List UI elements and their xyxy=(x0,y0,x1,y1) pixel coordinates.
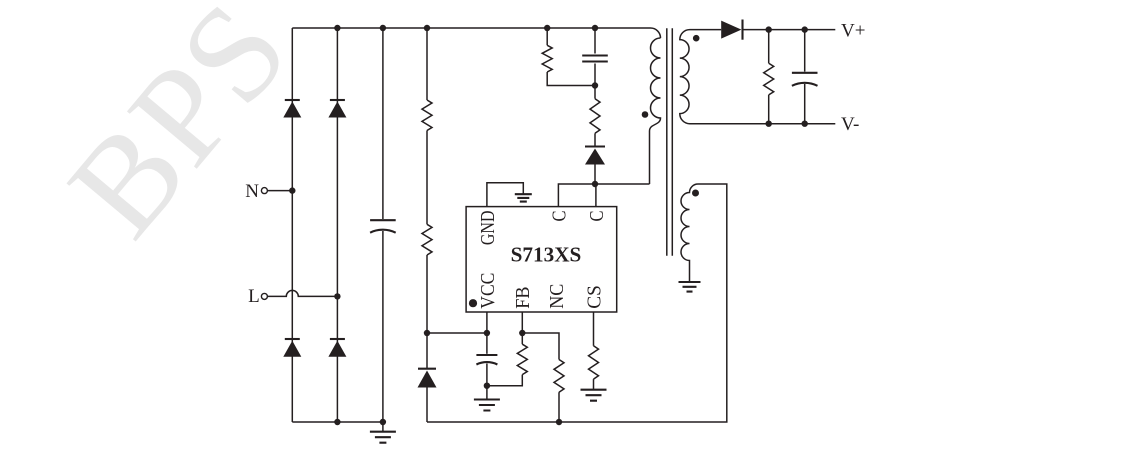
vcc-cap-plate-negative xyxy=(475,361,498,366)
clamp-diode xyxy=(585,145,605,184)
vcc-diode xyxy=(417,333,437,422)
ic-s713xs: S713XS GND C C VCC FB NC CS xyxy=(465,205,618,313)
ground-bars xyxy=(580,388,607,402)
ic-pin-label-gnd: GND xyxy=(477,211,499,246)
fb-lower-resistor-body xyxy=(515,343,529,376)
line-label: L xyxy=(248,286,260,307)
series-resistor-body xyxy=(588,98,602,134)
bulk-capacitor xyxy=(369,28,397,422)
neutral-label: N xyxy=(245,181,259,202)
output-filter-capacitor xyxy=(791,29,818,124)
line-terminal-circle xyxy=(260,292,269,301)
clamp-series-resistor xyxy=(588,85,602,147)
primary-winding xyxy=(648,37,662,184)
bridge-rectifier xyxy=(283,28,347,422)
ground-bars xyxy=(514,193,532,203)
startup-resistor-lower xyxy=(420,223,434,256)
gnd-pin-wire xyxy=(486,181,525,207)
input-terminal-neutral: N xyxy=(245,181,293,202)
output-negative-label: V- xyxy=(841,114,859,135)
ic-pin-label-c2: C xyxy=(586,211,608,222)
diode-triangle xyxy=(328,101,347,118)
primary-polarity-dot xyxy=(641,111,649,118)
clamp-resistor-body xyxy=(540,44,554,73)
switch-node-wire xyxy=(557,183,650,207)
secondary-winding xyxy=(679,28,836,125)
output-positive-label: V+ xyxy=(841,20,865,41)
fb-divider xyxy=(486,312,566,422)
clamp-capacitor xyxy=(582,28,608,86)
cs-resistor-body xyxy=(587,345,600,380)
clamp-resistor-bottom-wire xyxy=(546,72,595,87)
line-wire-with-hop xyxy=(267,289,338,298)
fb-upper-resistor-top-wire xyxy=(522,332,560,360)
bridge-diode-bottom-right xyxy=(328,337,347,357)
fb-upper-resistor-body xyxy=(552,358,566,393)
transformer-core xyxy=(666,28,674,256)
auxiliary-winding xyxy=(680,183,699,282)
ground-bars xyxy=(369,430,396,444)
diode-triangle xyxy=(417,370,437,388)
startup-resistor-chain xyxy=(420,28,434,333)
ic-pin-label-nc: NC xyxy=(546,284,568,309)
diode-triangle xyxy=(328,340,347,357)
ic-pin-label-vcc: VCC xyxy=(477,273,499,309)
bridge-diode-top-left xyxy=(283,98,302,118)
junction-dots xyxy=(289,24,808,426)
output-terminals: V+ V- xyxy=(841,20,865,135)
output-load-resistor xyxy=(762,29,776,124)
dc-bus-positive-rail xyxy=(292,27,662,39)
bridge-diode-top-right xyxy=(328,98,347,118)
ic-body xyxy=(465,205,618,313)
secondary-polarity-dot xyxy=(692,34,700,42)
ground-bars xyxy=(678,280,701,293)
diode-triangle xyxy=(721,20,742,39)
ic-part-number: S713XS xyxy=(511,243,582,267)
load-resistor-body xyxy=(762,62,776,96)
ic-gnd-connection xyxy=(486,181,532,207)
bulk-cap-plate-negative xyxy=(369,228,397,234)
diode-triangle xyxy=(585,148,605,165)
output-cap-plate-negative xyxy=(791,81,818,87)
fb-lower-resistor-bottom-wire xyxy=(486,374,524,387)
ground-bars xyxy=(473,398,500,412)
neutral-terminal-circle xyxy=(260,186,269,195)
transformer xyxy=(641,28,836,293)
cs-sense-resistor xyxy=(580,312,607,402)
bridge-diode-bottom-left xyxy=(283,337,302,357)
clamp-resistor xyxy=(540,28,595,87)
output-rectifier-diode xyxy=(721,19,836,40)
startup-resistor-upper xyxy=(420,99,434,132)
auxiliary-ground-symbol xyxy=(678,280,701,293)
ic-pin-label-c1: C xyxy=(548,211,570,222)
aux-winding-return-wire xyxy=(427,183,728,423)
ic-pin-label-cs: CS xyxy=(583,285,605,309)
vcc-capacitor xyxy=(473,312,500,412)
ic-pin1-dot xyxy=(468,299,478,308)
ic-pin-label-fb: FB xyxy=(512,287,534,309)
diode-triangle xyxy=(283,340,302,357)
auxiliary-polarity-dot xyxy=(692,189,699,197)
diode-triangle xyxy=(283,101,302,118)
